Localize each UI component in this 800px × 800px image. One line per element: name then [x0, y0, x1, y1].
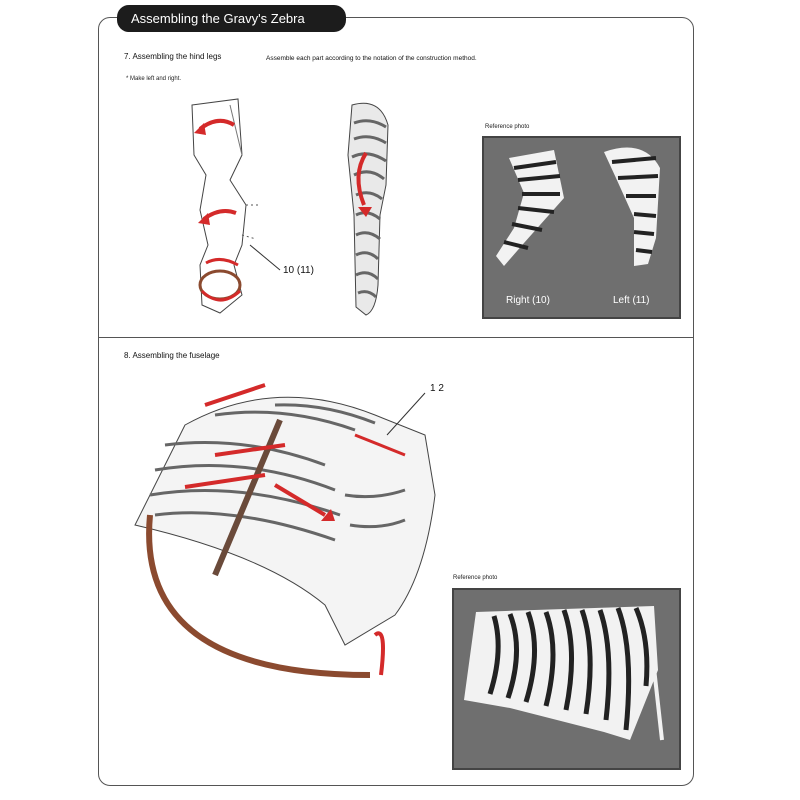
hind-legs-photo-image: [496, 147, 660, 266]
fold-arrow-icon: [214, 443, 286, 457]
reference-photo-label: Reference photo: [485, 124, 530, 130]
fold-arrow-icon: [205, 258, 239, 267]
fold-arrow-icon: [273, 483, 327, 517]
hind-leg-diagram: [191, 98, 389, 316]
section8-heading: 8. Assembling the fuselage: [124, 351, 220, 360]
fold-arrow-icon: [373, 631, 385, 676]
hind-leg-flat-part: [191, 98, 247, 314]
fold-arrow-icon: [356, 151, 368, 206]
zebra-stripes: [351, 119, 387, 299]
caption-left: Left (11): [613, 295, 650, 306]
fold-arrow-icon: [354, 433, 406, 457]
stripe-marks-left: [241, 204, 260, 240]
page-frame: [98, 17, 694, 786]
reference-photo-label: Reference photo: [453, 575, 498, 581]
section7-heading: 7. Assembling the hind legs: [124, 52, 222, 61]
caption-right: Right (10): [506, 295, 550, 306]
fuselage-body-part: [134, 396, 436, 646]
big-curve-arrow-icon: [146, 514, 371, 678]
section-divider: [98, 337, 694, 338]
reference-photo-fuselage: [452, 588, 681, 770]
fold-arrow-icon: [184, 473, 266, 489]
section7-instruction: Assemble each part according to the nota…: [266, 55, 477, 62]
fuselage-diagram: [134, 383, 436, 678]
fold-arrow-icon: [204, 383, 266, 407]
page-title: Assembling the Gravy's Zebra: [117, 5, 346, 32]
reference-photo-hind-legs: Right (10) Left (11): [482, 136, 681, 319]
part-label-fuselage: 1 2: [430, 383, 444, 394]
fold-arrow-icon: [200, 289, 242, 302]
fuselage-photo-image: [464, 606, 664, 741]
section7-note: * Make left and right.: [126, 76, 182, 82]
part-label-hind-leg: 10 (11): [283, 265, 314, 276]
